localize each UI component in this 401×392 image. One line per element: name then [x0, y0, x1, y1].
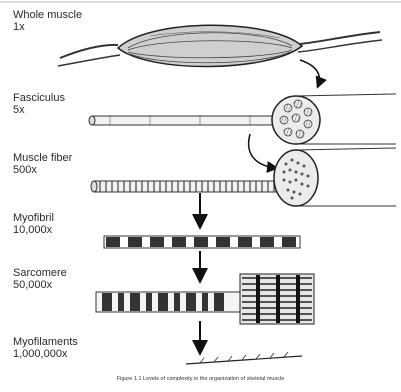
level-label-myofibril: Myofibril 10,000x [13, 212, 54, 236]
level-label-myofilaments: Myofilaments 1,000,000x [13, 336, 78, 360]
level-label-muscle-fiber: Muscle fiber 500x [13, 152, 72, 176]
myofilaments-drawing [186, 352, 302, 364]
level-magnification: 50,000x [13, 279, 67, 291]
level-name: Fasciculus [13, 92, 65, 104]
level-name: Myofilaments [13, 336, 78, 348]
level-magnification: 10,000x [13, 224, 54, 236]
figure-caption: Figure 1.1 Levels of complexity in the o… [0, 376, 401, 382]
level-name: Muscle fiber [13, 152, 72, 164]
level-label-fasciculus: Fasciculus 5x [13, 92, 65, 116]
level-name: Sarcomere [13, 267, 67, 279]
arrow-to-muscle-fiber [249, 134, 276, 168]
level-label-whole-muscle: Whole muscle 1x [13, 9, 82, 33]
myofibril-drawing [104, 236, 300, 248]
sarcomere-drawing [96, 274, 314, 324]
level-magnification: 5x [13, 104, 65, 116]
whole-muscle-drawing [58, 25, 382, 66]
level-magnification: 1,000,000x [13, 348, 78, 360]
level-name: Myofibril [13, 212, 54, 224]
fasciculus-drawing [89, 94, 396, 144]
level-magnification: 1x [13, 21, 82, 33]
muscle-fiber-drawing [91, 148, 396, 206]
level-name: Whole muscle [13, 9, 82, 21]
level-label-sarcomere: Sarcomere 50,000x [13, 267, 67, 291]
arrow-to-fasciculus [300, 60, 319, 86]
level-magnification: 500x [13, 164, 72, 176]
